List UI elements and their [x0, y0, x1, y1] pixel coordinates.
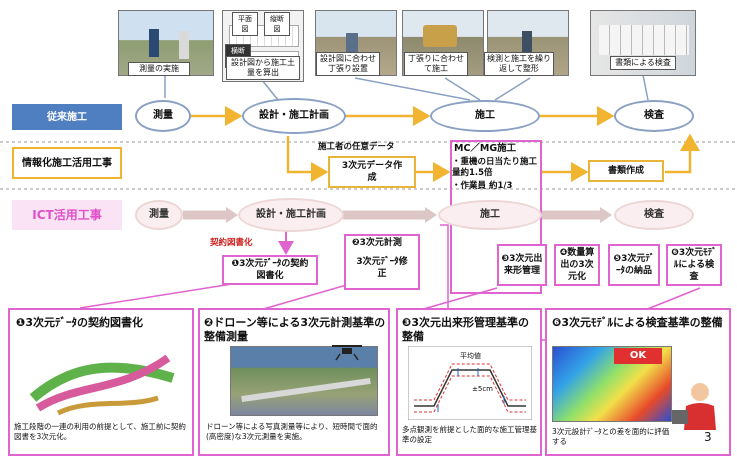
photo-caption: 検測と施工を繰り返して整形	[484, 52, 554, 76]
panel-desc: 多点観測を前提とした面的な施工管理基準の設定	[402, 425, 537, 444]
photo-connector	[261, 79, 279, 101]
panel-connector	[79, 283, 233, 309]
panel-connector	[259, 283, 351, 311]
average-label: 平均値	[460, 352, 481, 360]
photo-caption: 設計図から施工土量を算出	[226, 56, 300, 80]
mcmg-title: MC／MG施工	[454, 143, 517, 154]
ict-step-4: ❹数量算出の3次元化	[554, 244, 600, 286]
photo-connector	[444, 77, 481, 101]
ict-step-6: ❻3次元ﾓﾃﾞﾙによる検査	[666, 244, 722, 286]
tolerance-diagram	[408, 346, 532, 420]
page-number: 3	[704, 430, 712, 444]
mcmg-line: ・重機の日当たり施工量約1.5倍	[452, 157, 538, 178]
photo-connector	[354, 77, 471, 101]
photo-connector	[494, 77, 531, 101]
contract-label: 契約図書化	[210, 238, 253, 248]
create-3d-data-box: 3次元データ作成	[328, 156, 416, 188]
panel-contract-3d	[8, 308, 194, 456]
drawing-tag-profile: 縦断図	[264, 12, 290, 36]
ict-step-2-text: 3次元ﾃﾞｰﾀ修正	[356, 257, 408, 279]
ict-step-1: ❶3次元ﾃﾞｰﾀの契約図書化	[222, 255, 318, 285]
step-survey: 測量	[135, 100, 191, 132]
ict-step-3: ❸3次元出来形管理	[497, 244, 547, 286]
lane-label-conventional: 従来施工	[12, 104, 122, 130]
ok-badge: OK	[614, 348, 662, 364]
step-inspection: 検査	[614, 100, 694, 132]
panel-connector	[419, 287, 498, 311]
ict-step-inspection: 検査	[614, 200, 694, 230]
ict-step-2-title: ❷3次元計測	[352, 238, 402, 248]
documents-box: 書類作成	[588, 160, 664, 182]
panel-title: ❷ドローン等による3次元計測基準の整備測量	[204, 316, 386, 343]
panel-desc: 施工段階の一連の利用の前提として、施工前に契約図書を3次元化。	[14, 422, 186, 441]
panel-desc: 3次元設計ﾃﾞｰﾀとの差を面的に評価する	[552, 427, 670, 446]
panel-title: ❻3次元ﾓﾃﾞﾙによる検査基準の整備	[552, 316, 723, 329]
panel-desc: ドローン等による写真測量等により、短時間で面的(高密度)な3次元測量を実施。	[206, 422, 378, 441]
step-design-plan: 設計・施工計画	[242, 98, 346, 134]
photo-document-inspection	[590, 10, 696, 76]
drone-survey-image	[230, 346, 378, 416]
ict-step-2	[344, 234, 420, 290]
drone-icon	[332, 345, 362, 361]
panel-title: ❶3次元ﾃﾞｰﾀの契約図書化	[16, 316, 143, 329]
flow-arrow	[286, 136, 329, 182]
lane-label-info: 情報化施工活用工事	[12, 147, 122, 179]
flow-arrow	[665, 133, 700, 174]
road-3d-model-figure	[29, 354, 175, 416]
drawing-tag-plan: 平面図	[232, 12, 258, 36]
panel-title: ❸3次元出来形管理基準の整備	[402, 316, 529, 343]
photo-caption: 設計図に合わせ丁張り設置	[316, 52, 380, 76]
photo-caption: 書類による検査	[610, 56, 676, 70]
ict-step-design-plan: 設計・施工計画	[238, 198, 344, 232]
lane-label-ict: ICT活用工事	[12, 200, 122, 230]
photo-caption: 測量の実施	[128, 62, 190, 76]
ict-step-survey: 測量	[135, 200, 183, 230]
step-construction: 施工	[430, 100, 540, 132]
ict-step-construction: 施工	[438, 200, 542, 230]
photo-caption: 丁張りに合わせて施工	[404, 52, 468, 76]
tolerance-label: ±5cm	[472, 385, 493, 393]
operator-data-note: 施工者の任意データ	[318, 142, 395, 152]
mcmg-line: ・作業員 約1/3	[452, 181, 513, 191]
inspector-icon	[672, 383, 716, 430]
ict-step-5: ❺3次元ﾃﾞｰﾀの納品	[608, 244, 660, 286]
